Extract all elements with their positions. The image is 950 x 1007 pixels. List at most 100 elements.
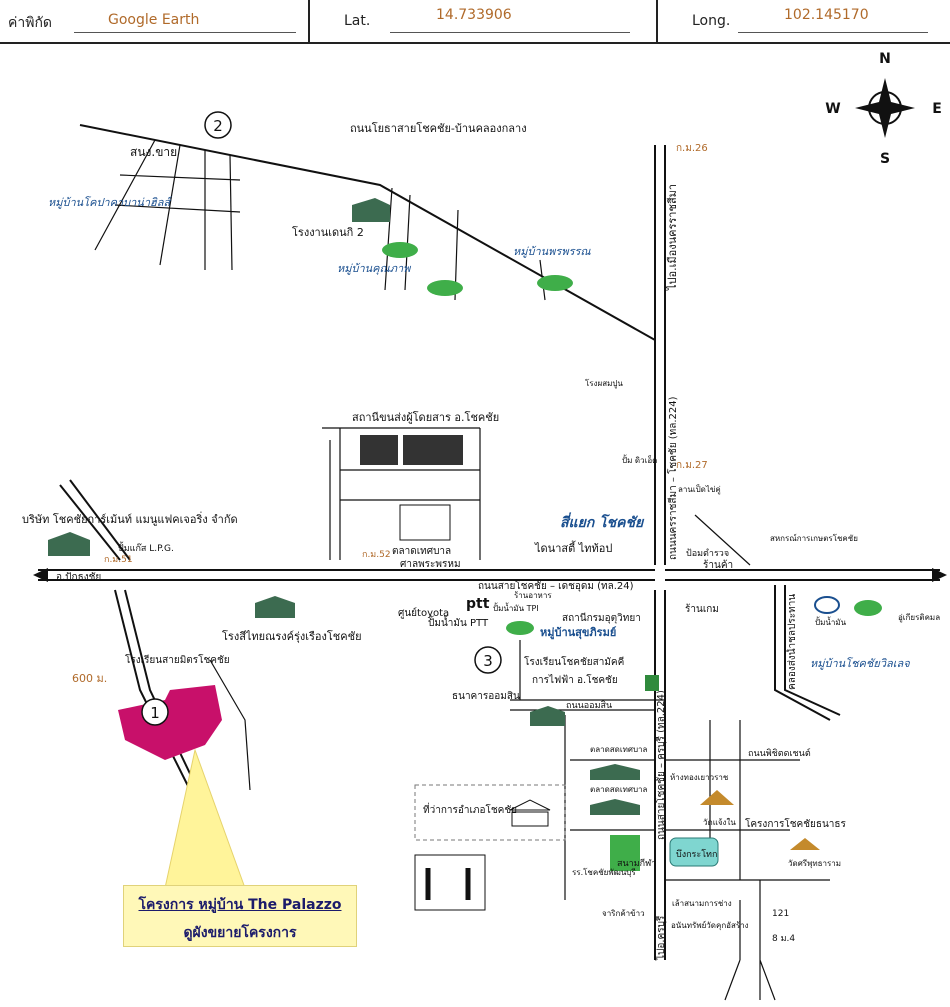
project-area-palazzo[interactable] (118, 685, 222, 760)
label-school-sahamit: โรงเรียนสายมิตรโชคชัย (125, 653, 230, 666)
compass-rose: N S E W (825, 51, 942, 167)
label-cement-factory: โรงผสมปูน (585, 378, 623, 389)
coords-source-cell: ค่าพิกัด Google Earth (0, 0, 310, 42)
label-intersection: สี่แยก โชคชัย (560, 512, 645, 531)
longitude-cell: Long. 102.145170 (658, 0, 948, 42)
latitude-underline (390, 32, 630, 33)
arrow-east-icon (932, 568, 947, 582)
label-to-khonburi: ไปอ.ครบุรี (655, 915, 667, 961)
road-duck-farm (694, 514, 751, 566)
label-m4: 8 ม.4 (772, 934, 795, 944)
label-village-chokchai-villa: หมู่บ้านโชคชัยวิลเลจ (810, 657, 910, 670)
road-vertical-north (654, 145, 666, 565)
label-main-road: ถนนสายโชคชัย – เดชอุดม (ทล.24) (478, 579, 634, 592)
label-km51: ก.ม.51 (104, 555, 133, 565)
road-village-links (384, 187, 546, 301)
village-chokchai-villa-icon (854, 600, 882, 616)
longitude-underline (738, 32, 928, 33)
label-weather-station: สถานีกรมอุตุวิทยา (562, 612, 641, 624)
coords-label: ค่าพิกัด (8, 15, 53, 31)
road-network (38, 124, 940, 1001)
label-road-vertical-bottom: ถนนสายโชคชัย – ครบุรี (ทล.224) (654, 690, 667, 840)
compass-south: S (880, 151, 890, 167)
label-ptt-pump: ปั้มน้ำมัน PTT (428, 615, 489, 629)
marker-2-label: 2 (213, 117, 223, 135)
label-duck-farm: ลานเป็ดไข่คู่ (678, 484, 721, 495)
village-icons (382, 242, 882, 871)
label-phichit-road: ถนนพิชิตดเชนต์ (748, 747, 811, 759)
temple-sri-icon (790, 838, 820, 850)
label-village-top-left: หมู่บ้านโคปาคาบาน่าฮิลส์ (48, 196, 173, 209)
road-main-west (38, 569, 655, 581)
marker-1[interactable]: 1 (141, 698, 169, 726)
bus-station-block-2 (403, 435, 463, 465)
label-agri-coop: สหกรณ์การเกษตรโชคชัย (770, 533, 858, 543)
marker-3-label: 3 (483, 652, 493, 670)
bus-station-block-1 (360, 435, 398, 465)
label-factory-denki: โรงงานเดนกิ 2 (292, 225, 364, 239)
compass-west: W (825, 101, 840, 117)
road-market-grid (564, 715, 655, 900)
marker-3[interactable]: 3 (474, 646, 502, 674)
road-vertical-south (654, 590, 666, 960)
latitude-label: Lat. (344, 13, 371, 29)
road-main-east (665, 569, 940, 581)
village-sukhirom-icon (506, 621, 534, 635)
label-wat-chaengnai: วัดแจ้งใน (703, 818, 736, 827)
label-wat-sri: วัดศรีพุทธาราม (788, 859, 841, 868)
longitude-label: Long. (692, 13, 731, 29)
project-callout[interactable]: โครงการ หมู่บ้าน The Palazzo ดูผังขยายโค… (123, 885, 357, 947)
road-omsin (510, 699, 665, 711)
label-village-khunnaphap: หมู่บ้านคุณภาพ (337, 262, 412, 275)
pond-icon (669, 837, 719, 867)
label-shrine: ศาลพระพรหม (400, 559, 461, 570)
label-market-bottom-1: ตลาดสดเทศบาล (590, 745, 648, 754)
label-omsin-road: ถนนออมสิน (566, 700, 612, 711)
label-lpg-pump: ปั้มแก๊ส L.P.G. (118, 541, 174, 554)
coordinates-header: ค่าพิกัด Google Earth Lat. 14.733906 Lon… (0, 0, 950, 44)
marker-2[interactable]: 2 (204, 111, 232, 139)
label-road-top: ถนนโยธาสายโชคชัย-บ้านคลองกลาง (350, 121, 527, 135)
ptt-logo-icon: ptt (466, 596, 490, 612)
label-km27: ก.ม.27 (676, 460, 708, 471)
label-chokchai-thanathon: โครงการโชคชัยธนาธร (745, 817, 847, 830)
label-game-shop: ร้านเกม (685, 603, 719, 615)
factory-denki-icon (352, 198, 390, 222)
stadium-icon (610, 835, 640, 871)
label-gsb-bank: ธนาคารออมสิน (452, 691, 520, 702)
factory-icons (48, 198, 640, 815)
road-canal (774, 585, 841, 721)
label-village-phonphan: หมู่บ้านพรพรรณ (513, 245, 591, 258)
label-bus-station: สถานีขนส่งผู้โดยสาร อ.โชคชัย (352, 410, 499, 424)
label-village-sukhirom: หมู่บ้านสุขภิรมย์ (540, 626, 616, 640)
location-map: 2 3 1 N S E W (22, 51, 947, 1001)
road-east-grid (665, 720, 830, 881)
label-school-samakkhi: โรงเรียนโชคชัยสามัคคี (524, 655, 624, 668)
factory-garment-icon (48, 532, 90, 556)
label-company-garment: บริษัท โชคชัยการ์เม้นท์ แมนูแฟคเจอริ่ง จ… (22, 511, 238, 526)
compass-east: E (932, 101, 942, 117)
longitude-value: 102.145170 (784, 7, 869, 23)
label-km52: ก.ม.52 (362, 550, 391, 560)
compass-north: N (879, 51, 891, 67)
factory-textile-icon (255, 596, 295, 618)
label-police-box: ป้อมตำรวจ (686, 548, 729, 559)
label-canal: คลองส่งน้ำชลประทาน (784, 594, 798, 690)
district-office-icon (509, 799, 551, 827)
label-textile-factory: โรงสีไทยณรงค์รุ่งเรืองโชคชัย (222, 629, 362, 643)
coords-source-underline (74, 32, 296, 33)
road-south-fork (724, 880, 776, 1001)
temple-chaengnai-icon (700, 790, 734, 805)
road-bus-station-grid (322, 427, 481, 560)
village-phonphan-icon (537, 275, 573, 291)
esso-logo-icon (814, 596, 840, 614)
callout-line-2[interactable]: ดูผังขยายโครงการ (183, 925, 297, 941)
market-thesaban-icon (399, 504, 451, 541)
seven-eleven-icon (645, 675, 659, 691)
latitude-cell: Lat. 14.733906 (310, 0, 658, 42)
district-office-frame (414, 784, 566, 841)
road-left-lower (114, 589, 206, 806)
village-khunnaphap-2-icon (427, 280, 463, 296)
callout-pointer (164, 748, 246, 889)
label-jarik-shop: จาริกค้าข้าว (602, 909, 645, 918)
